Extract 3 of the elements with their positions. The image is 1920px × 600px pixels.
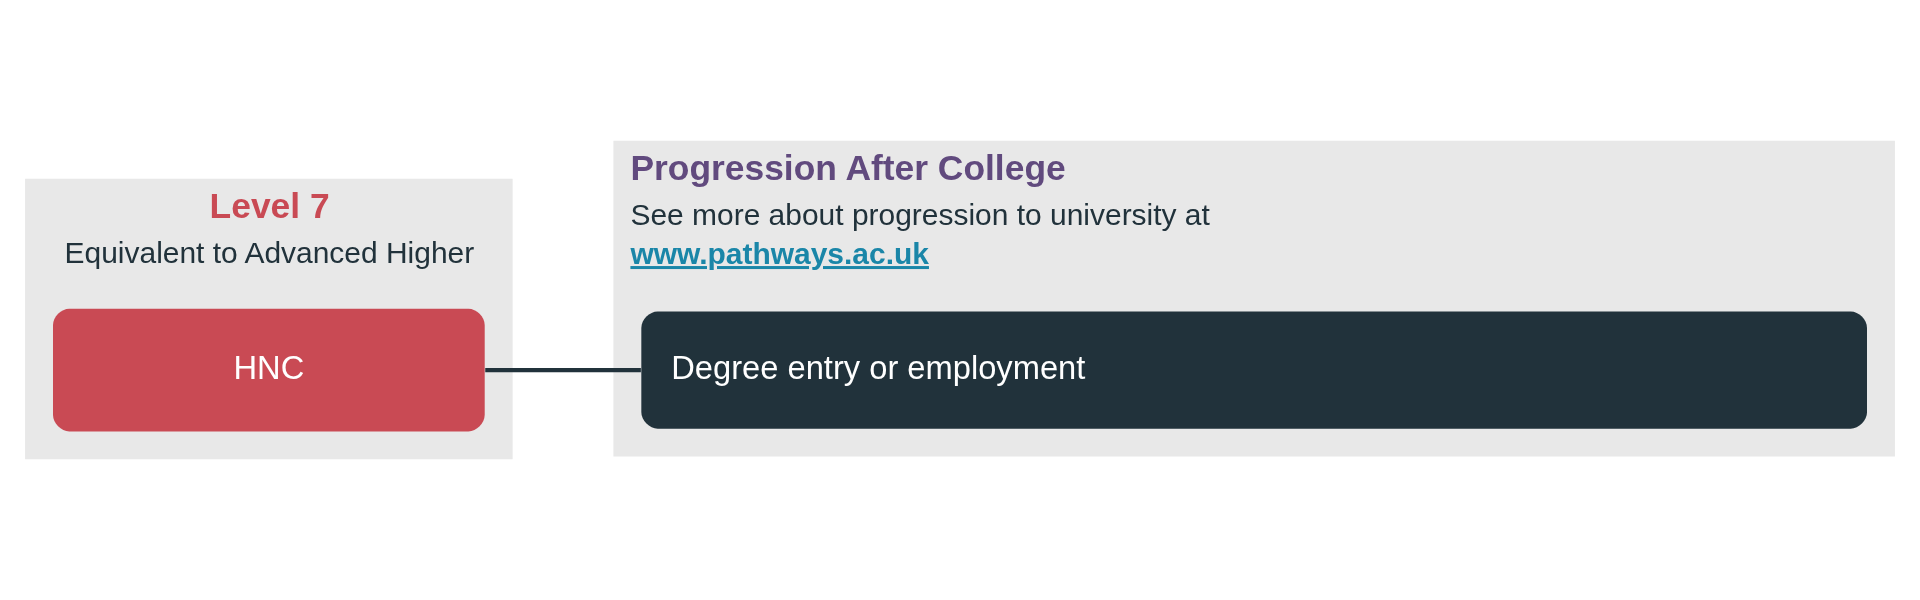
node-box: Degree entry or employment bbox=[641, 311, 1867, 429]
node-box: HNC bbox=[53, 308, 485, 432]
connector bbox=[485, 368, 641, 373]
